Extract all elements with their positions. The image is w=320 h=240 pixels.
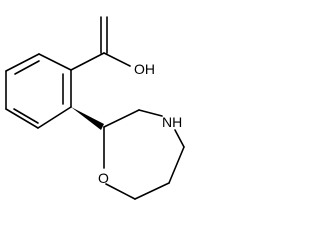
oxazepane-bond-2 [138, 109, 163, 117]
ring-bond-4 [5, 108, 39, 129]
oxygen-label: O [98, 170, 109, 186]
aromatic-inner-bond-1 [14, 60, 40, 75]
structure-canvas: OH NH O [5, 16, 185, 200]
stereo-wedge-bond [71, 107, 104, 130]
oxazepane-bond-1 [103, 109, 140, 128]
ring-bond-6 [5, 53, 40, 72]
oxazepane-bond-4 [168, 146, 185, 184]
amine-label: NH [162, 114, 182, 130]
aromatic-inner-bond-3 [13, 108, 39, 124]
hydroxyl-bond [103, 52, 131, 67]
hydroxyl-label: OH [134, 61, 155, 77]
carboxyl-bond [70, 52, 105, 71]
oxazepane-bond-3 [174, 129, 185, 148]
oxazepane-bond-6 [105, 183, 136, 200]
ring-bond-3 [37, 106, 72, 129]
oxazepane-bond-5 [134, 182, 170, 200]
ring-bond-1 [38, 53, 72, 71]
molecule-drawing: OH NH O [5, 16, 185, 200]
